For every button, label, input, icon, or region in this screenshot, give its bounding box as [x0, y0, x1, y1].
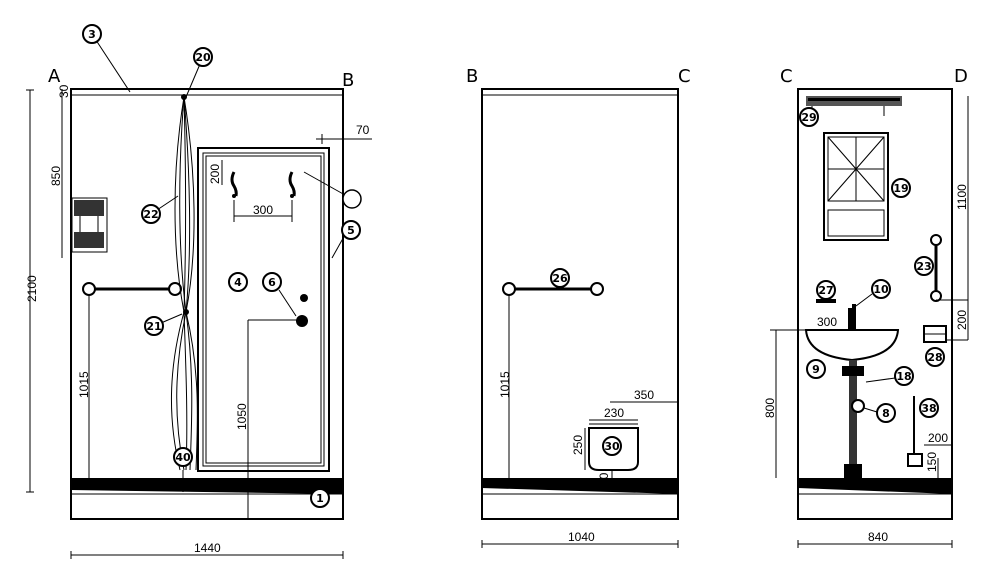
wall-outline-a-b: [70, 88, 344, 520]
callout-22: [141, 204, 161, 224]
callout-28: [925, 347, 945, 367]
dim-300-hook: 300: [253, 203, 273, 217]
svg-text:28: 28: [927, 351, 942, 364]
callout-19: [891, 178, 911, 198]
dim-250: 250: [571, 435, 585, 455]
svg-text:8: 8: [882, 407, 890, 420]
shower-curtain: [170, 94, 198, 471]
svg-text:6: 6: [268, 276, 276, 289]
dim-230: 230: [604, 406, 624, 420]
dim-200-brush: 200: [928, 431, 948, 445]
wall-fixture-30: 230 250 50: [571, 406, 639, 490]
callout-8: [876, 403, 896, 423]
svg-text:19: 19: [893, 182, 908, 195]
svg-text:22: 22: [143, 208, 158, 221]
corner-label-d: D: [954, 66, 968, 87]
dim-200-hook: 200: [208, 164, 222, 184]
dim-800: 800: [763, 398, 777, 418]
callout-20: [193, 47, 213, 67]
dim-850: 850: [49, 166, 63, 186]
dim-150: 150: [925, 452, 939, 472]
svg-text:29: 29: [801, 111, 816, 124]
svg-text:3: 3: [88, 28, 96, 41]
svg-text:1: 1: [316, 492, 324, 505]
dim-1040: 1040: [568, 530, 595, 544]
dim-50: 50: [597, 472, 611, 486]
dim-70: 70: [356, 123, 370, 137]
dim-30: 30: [57, 84, 71, 98]
dim-350: 350: [634, 388, 654, 402]
svg-text:10: 10: [873, 283, 889, 296]
svg-text:9: 9: [812, 363, 820, 376]
floor-slab-c-d: [798, 478, 952, 494]
paper-holder: [923, 325, 968, 343]
mirror-cabinet: [823, 132, 889, 241]
wall-outline-c-d: [797, 88, 953, 520]
elevation-b-c: B C 1015 26 350 230 250 50 30: [466, 66, 691, 548]
floor-slab-b-c: [482, 478, 678, 494]
callout-40: [173, 447, 193, 467]
svg-text:18: 18: [896, 370, 911, 383]
callout-10: [871, 279, 891, 299]
svg-text:27: 27: [818, 284, 833, 297]
svg-text:23: 23: [916, 260, 931, 273]
corner-label-c2: C: [780, 66, 793, 87]
dim-200-right: 200: [955, 310, 969, 330]
corner-label-a: A: [48, 66, 61, 87]
washbasin: 300: [770, 315, 900, 362]
vertical-grab-bar: [930, 234, 968, 302]
svg-text:21: 21: [146, 320, 161, 333]
callout-6: [262, 272, 282, 292]
callout-23: [914, 256, 934, 276]
dim-300-basin: 300: [817, 315, 837, 329]
dim-2100: 2100: [25, 275, 39, 302]
callout-18: [894, 366, 914, 386]
callout-1: [310, 488, 330, 508]
callout-9: [806, 359, 826, 379]
toilet-brush: [907, 396, 923, 467]
callout-3: [82, 24, 102, 44]
svg-text:30: 30: [604, 440, 620, 453]
elevation-a-b: A B 2100 30 850 1015: [25, 24, 372, 559]
grab-bar-back-wall: [502, 282, 604, 478]
callout-38: [919, 398, 939, 418]
dim-1100: 1100: [955, 184, 969, 210]
dim-840: 840: [868, 530, 888, 544]
dim-1440: 1440: [194, 541, 221, 555]
wall-mixer-box: [71, 197, 108, 253]
dim-1050: 1050: [235, 403, 249, 430]
corner-label-b: B: [342, 70, 354, 91]
callout-30: [602, 436, 622, 456]
grab-bar-left-wall: [82, 282, 182, 478]
dim-1015-left: 1015: [77, 371, 91, 398]
corner-label-b2: B: [466, 66, 478, 87]
faucet: [848, 304, 856, 330]
elevation-c-d: C D 29 19 1100: [763, 66, 969, 548]
dim-1015-back: 1015: [498, 371, 512, 398]
coat-hooks: [221, 160, 296, 222]
callout-21: [144, 316, 164, 336]
svg-text:38: 38: [921, 402, 936, 415]
callout-5: [341, 220, 361, 240]
svg-text:40: 40: [175, 451, 191, 464]
door: [197, 147, 330, 472]
svg-text:20: 20: [195, 51, 211, 64]
svg-text:4: 4: [234, 276, 242, 289]
towel-rack: [806, 96, 902, 116]
floor-slab: [71, 478, 343, 494]
wall-outline-b-c: [481, 88, 679, 520]
door-viewer: [342, 189, 362, 209]
callout-29: [799, 107, 819, 127]
callout-26: [550, 268, 570, 288]
callout-27: [816, 280, 836, 300]
corner-label-c: C: [678, 66, 691, 87]
soap-dish: [816, 299, 836, 303]
door-handle: [247, 289, 308, 519]
svg-text:26: 26: [552, 272, 568, 285]
svg-text:5: 5: [347, 224, 355, 237]
callout-4: [228, 272, 248, 292]
basin-pipe: [842, 360, 865, 478]
